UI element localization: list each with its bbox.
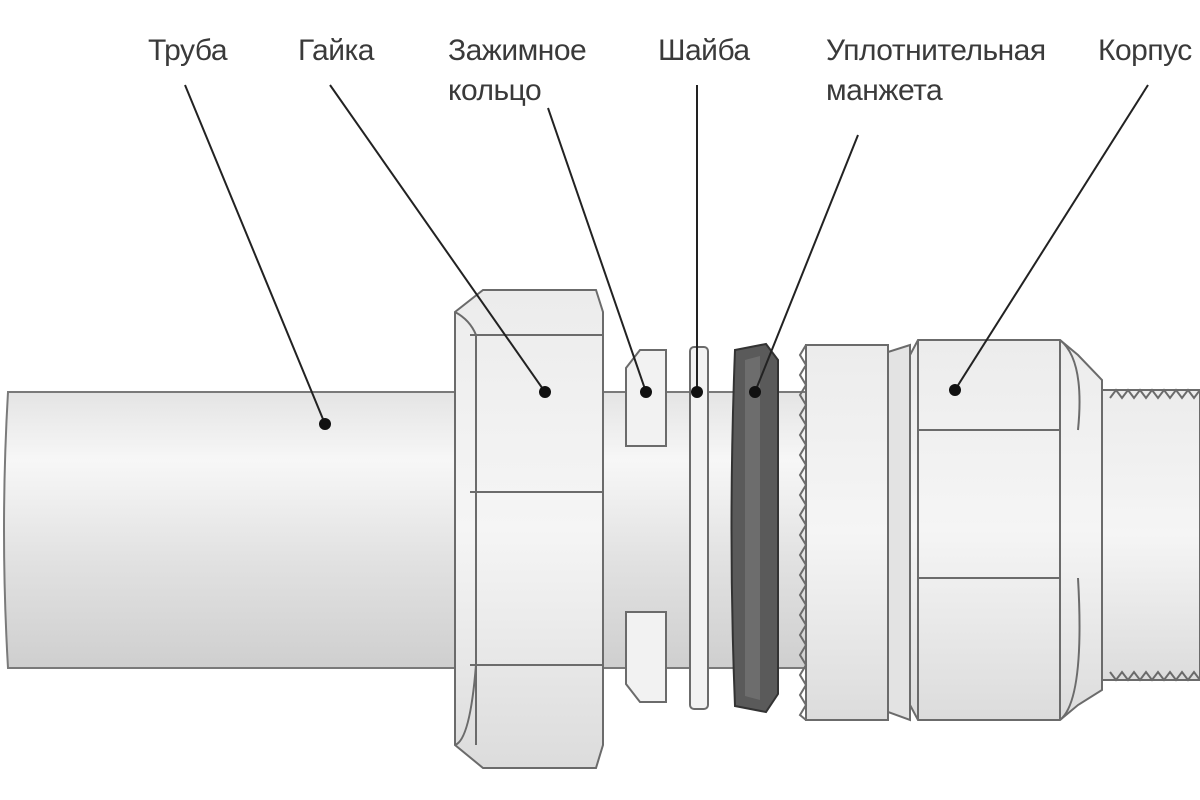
leader-body (954, 84, 1149, 391)
label-clamp-ring-line2: кольцо (448, 74, 541, 107)
leader-clamp-ring (547, 107, 647, 393)
label-pipe: Труба (148, 34, 228, 67)
clamp-ring (625, 349, 667, 703)
dot-body (949, 384, 961, 396)
leader-pipe (184, 84, 326, 425)
seal-cuff (730, 342, 779, 714)
dot-seal (749, 386, 761, 398)
labels: Труба Гайка Зажимное кольцо Шайба Уплотн… (148, 34, 1193, 107)
dot-pipe (319, 418, 331, 430)
nut (454, 289, 604, 769)
leader-nut (329, 84, 546, 393)
label-body: Корпус (1098, 34, 1192, 67)
label-seal-line1: Уплотнительная (826, 34, 1046, 67)
label-washer: Шайба (658, 34, 750, 67)
label-nut: Гайка (298, 34, 375, 67)
dot-clamp-ring (640, 386, 652, 398)
leader-lines (184, 84, 1149, 425)
leader-seal (754, 134, 859, 393)
fitting-body (798, 339, 1200, 722)
pipe (3, 391, 821, 669)
dot-washer (691, 386, 703, 398)
washer (689, 346, 709, 710)
dot-nut (539, 386, 551, 398)
label-clamp-ring-line1: Зажимное (448, 34, 586, 67)
label-seal-line2: манжета (826, 74, 943, 107)
marker-dots (319, 384, 961, 430)
